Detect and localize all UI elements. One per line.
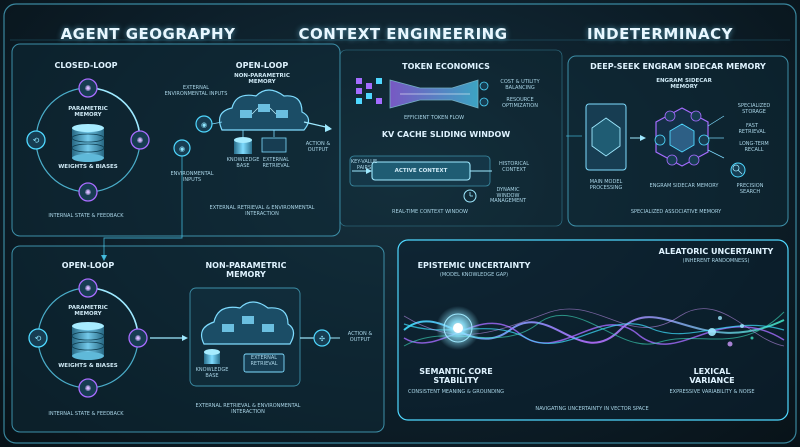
dynamic-window-label: DYNAMIC WINDOW MANAGEMENT <box>489 187 527 204</box>
heading-indeterminacy: INDETERMINACY <box>587 25 733 43</box>
specialized-storage-label: SPECIALIZED STORAGE <box>737 103 771 115</box>
kv-cache-title: KV CACHE SLIDING WINDOW <box>381 130 511 139</box>
active-context-label: ACTIVE CONTEXT <box>394 168 448 174</box>
svg-text:✺: ✺ <box>137 136 144 145</box>
fast-retrieval-label: FAST RETRIEVAL <box>738 123 766 135</box>
svg-text:✺: ✺ <box>85 384 92 393</box>
closed-loop-weights-label: WEIGHTS & BIASES <box>58 164 118 170</box>
engram-title: DEEP-SEEK ENGRAM SIDECAR MEMORY <box>590 62 766 71</box>
uncertainty-waves <box>403 306 785 350</box>
heading-context-engineering: CONTEXT ENGINEERING <box>298 25 508 43</box>
svg-text:⟲: ⟲ <box>35 334 42 343</box>
engram-footer: SPECIALIZED ASSOCIATIVE MEMORY <box>630 209 722 215</box>
token-economics-title: TOKEN ECONOMICS <box>402 62 490 71</box>
svg-text:✣: ✣ <box>319 335 325 343</box>
open-loop-bottom-weights-label: WEIGHTS & BIASES <box>58 363 118 369</box>
bottom-knowledge-base-label: KNOWLEDGE BASE <box>195 367 229 379</box>
svg-text:⟲: ⟲ <box>33 136 40 145</box>
epistemic-sub-label: (MODEL KNOWLEDGE GAP) <box>439 272 509 278</box>
engram-sidecar-top-label: ENGRAM SIDECAR MEMORY <box>656 78 712 91</box>
knowledge-base-label: KNOWLEDGE BASE <box>226 157 260 169</box>
engram-sidecar-bottom-label: ENGRAM SIDECAR MEMORY <box>649 183 719 189</box>
svg-text:✺: ✺ <box>85 188 92 197</box>
outer-frame <box>3 3 797 444</box>
cost-utility-label: COST & UTILITY BALANCING <box>500 79 540 91</box>
external-inputs-label: EXTERNAL ENVIRONMENTAL INPUTS <box>164 85 228 97</box>
bottom-action-output-label: ACTION & OUTPUT <box>347 331 373 343</box>
action-output-top-label: ACTION & OUTPUT <box>305 141 331 153</box>
lexical-variance-label: LEXICAL VARIANCE <box>689 367 735 385</box>
open-loop-bottom-title: OPEN-LOOP <box>61 261 115 270</box>
uncertainty-footer: NAVIGATING UNCERTAINTY IN VECTOR SPACE <box>535 406 649 412</box>
open-loop-top-diagram: ◉ ◉ <box>101 89 332 261</box>
closed-loop-diagram: ✺ ⟲ ✺ ✺ <box>26 78 150 202</box>
long-term-recall-label: LONG-TERM RECALL <box>739 141 769 153</box>
resource-optimization-label: RESOURCE OPTIMIZATION <box>502 97 538 109</box>
open-loop-bottom-nonparametric-label: NON-PARAMETRIC MEMORY <box>205 261 287 279</box>
token-economics-diagram <box>356 78 489 109</box>
environmental-inputs-label: ENVIRONMENTAL INPUTS <box>170 171 214 183</box>
closed-loop-feedback-label: INTERNAL STATE & FEEDBACK <box>48 213 124 219</box>
closed-loop-parametric-label: PARAMETRIC MEMORY <box>68 106 108 119</box>
open-loop-top-nonparametric-label: NON-PARAMETRIC MEMORY <box>234 73 290 86</box>
open-loop-bottom-parametric-label: PARAMETRIC MEMORY <box>68 305 108 318</box>
semantic-core-sub-label: CONSISTENT MEANING & GROUNDING <box>407 389 505 395</box>
token-flow-label: EFFICIENT TOKEN FLOW <box>403 115 465 121</box>
heading-agent-geography: AGENT GEOGRAPHY <box>60 25 236 43</box>
svg-text:✺: ✺ <box>85 284 92 293</box>
open-loop-top-title: OPEN-LOOP <box>235 61 289 70</box>
engram-diagram <box>566 103 746 178</box>
open-loop-bottom-feedback-label: INTERNAL STATE & FEEDBACK <box>48 411 124 417</box>
open-loop-bottom-diagram: ✺ ⟲ ✺ ✺ ✣ <box>28 278 340 398</box>
historical-context-label: HISTORICAL CONTEXT <box>498 161 530 173</box>
external-retrieval-label: EXTERNAL RETRIEVAL <box>262 157 290 169</box>
open-loop-bottom-footer: EXTERNAL RETRIEVAL & ENVIRONMENTAL INTER… <box>195 403 301 415</box>
main-model-label: MAIN MODEL PROCESSING <box>589 179 623 191</box>
lexical-variance-sub-label: EXPRESSIVE VARIABILITY & NOISE <box>669 389 755 395</box>
aleatoric-sub-label: (INHERENT RANDOMNESS) <box>682 258 750 264</box>
kv-cache-footer: REAL-TIME CONTEXT WINDOW <box>392 209 468 215</box>
svg-text:◉: ◉ <box>179 145 185 153</box>
epistemic-label: EPISTEMIC UNCERTAINTY <box>417 261 531 270</box>
closed-loop-title: CLOSED-LOOP <box>54 61 118 70</box>
kv-cache-diagram <box>349 155 492 203</box>
bottom-external-retrieval-label: EXTERNAL RETRIEVAL <box>250 355 278 367</box>
aleatoric-label: ALEATORIC UNCERTAINTY <box>658 247 774 256</box>
svg-text:✺: ✺ <box>85 84 92 93</box>
precision-search-label: PRECISION SEARCH <box>736 183 764 195</box>
svg-text:✺: ✺ <box>135 334 142 343</box>
panel-uncertainty <box>397 239 789 421</box>
svg-text:◉: ◉ <box>201 121 207 129</box>
semantic-core-label: SEMANTIC CORE STABILITY <box>419 367 493 385</box>
open-loop-top-footer: EXTERNAL RETRIEVAL & ENVIRONMENTAL INTER… <box>209 205 315 217</box>
key-value-label: KEY-VALUE PAIRS <box>350 159 378 171</box>
